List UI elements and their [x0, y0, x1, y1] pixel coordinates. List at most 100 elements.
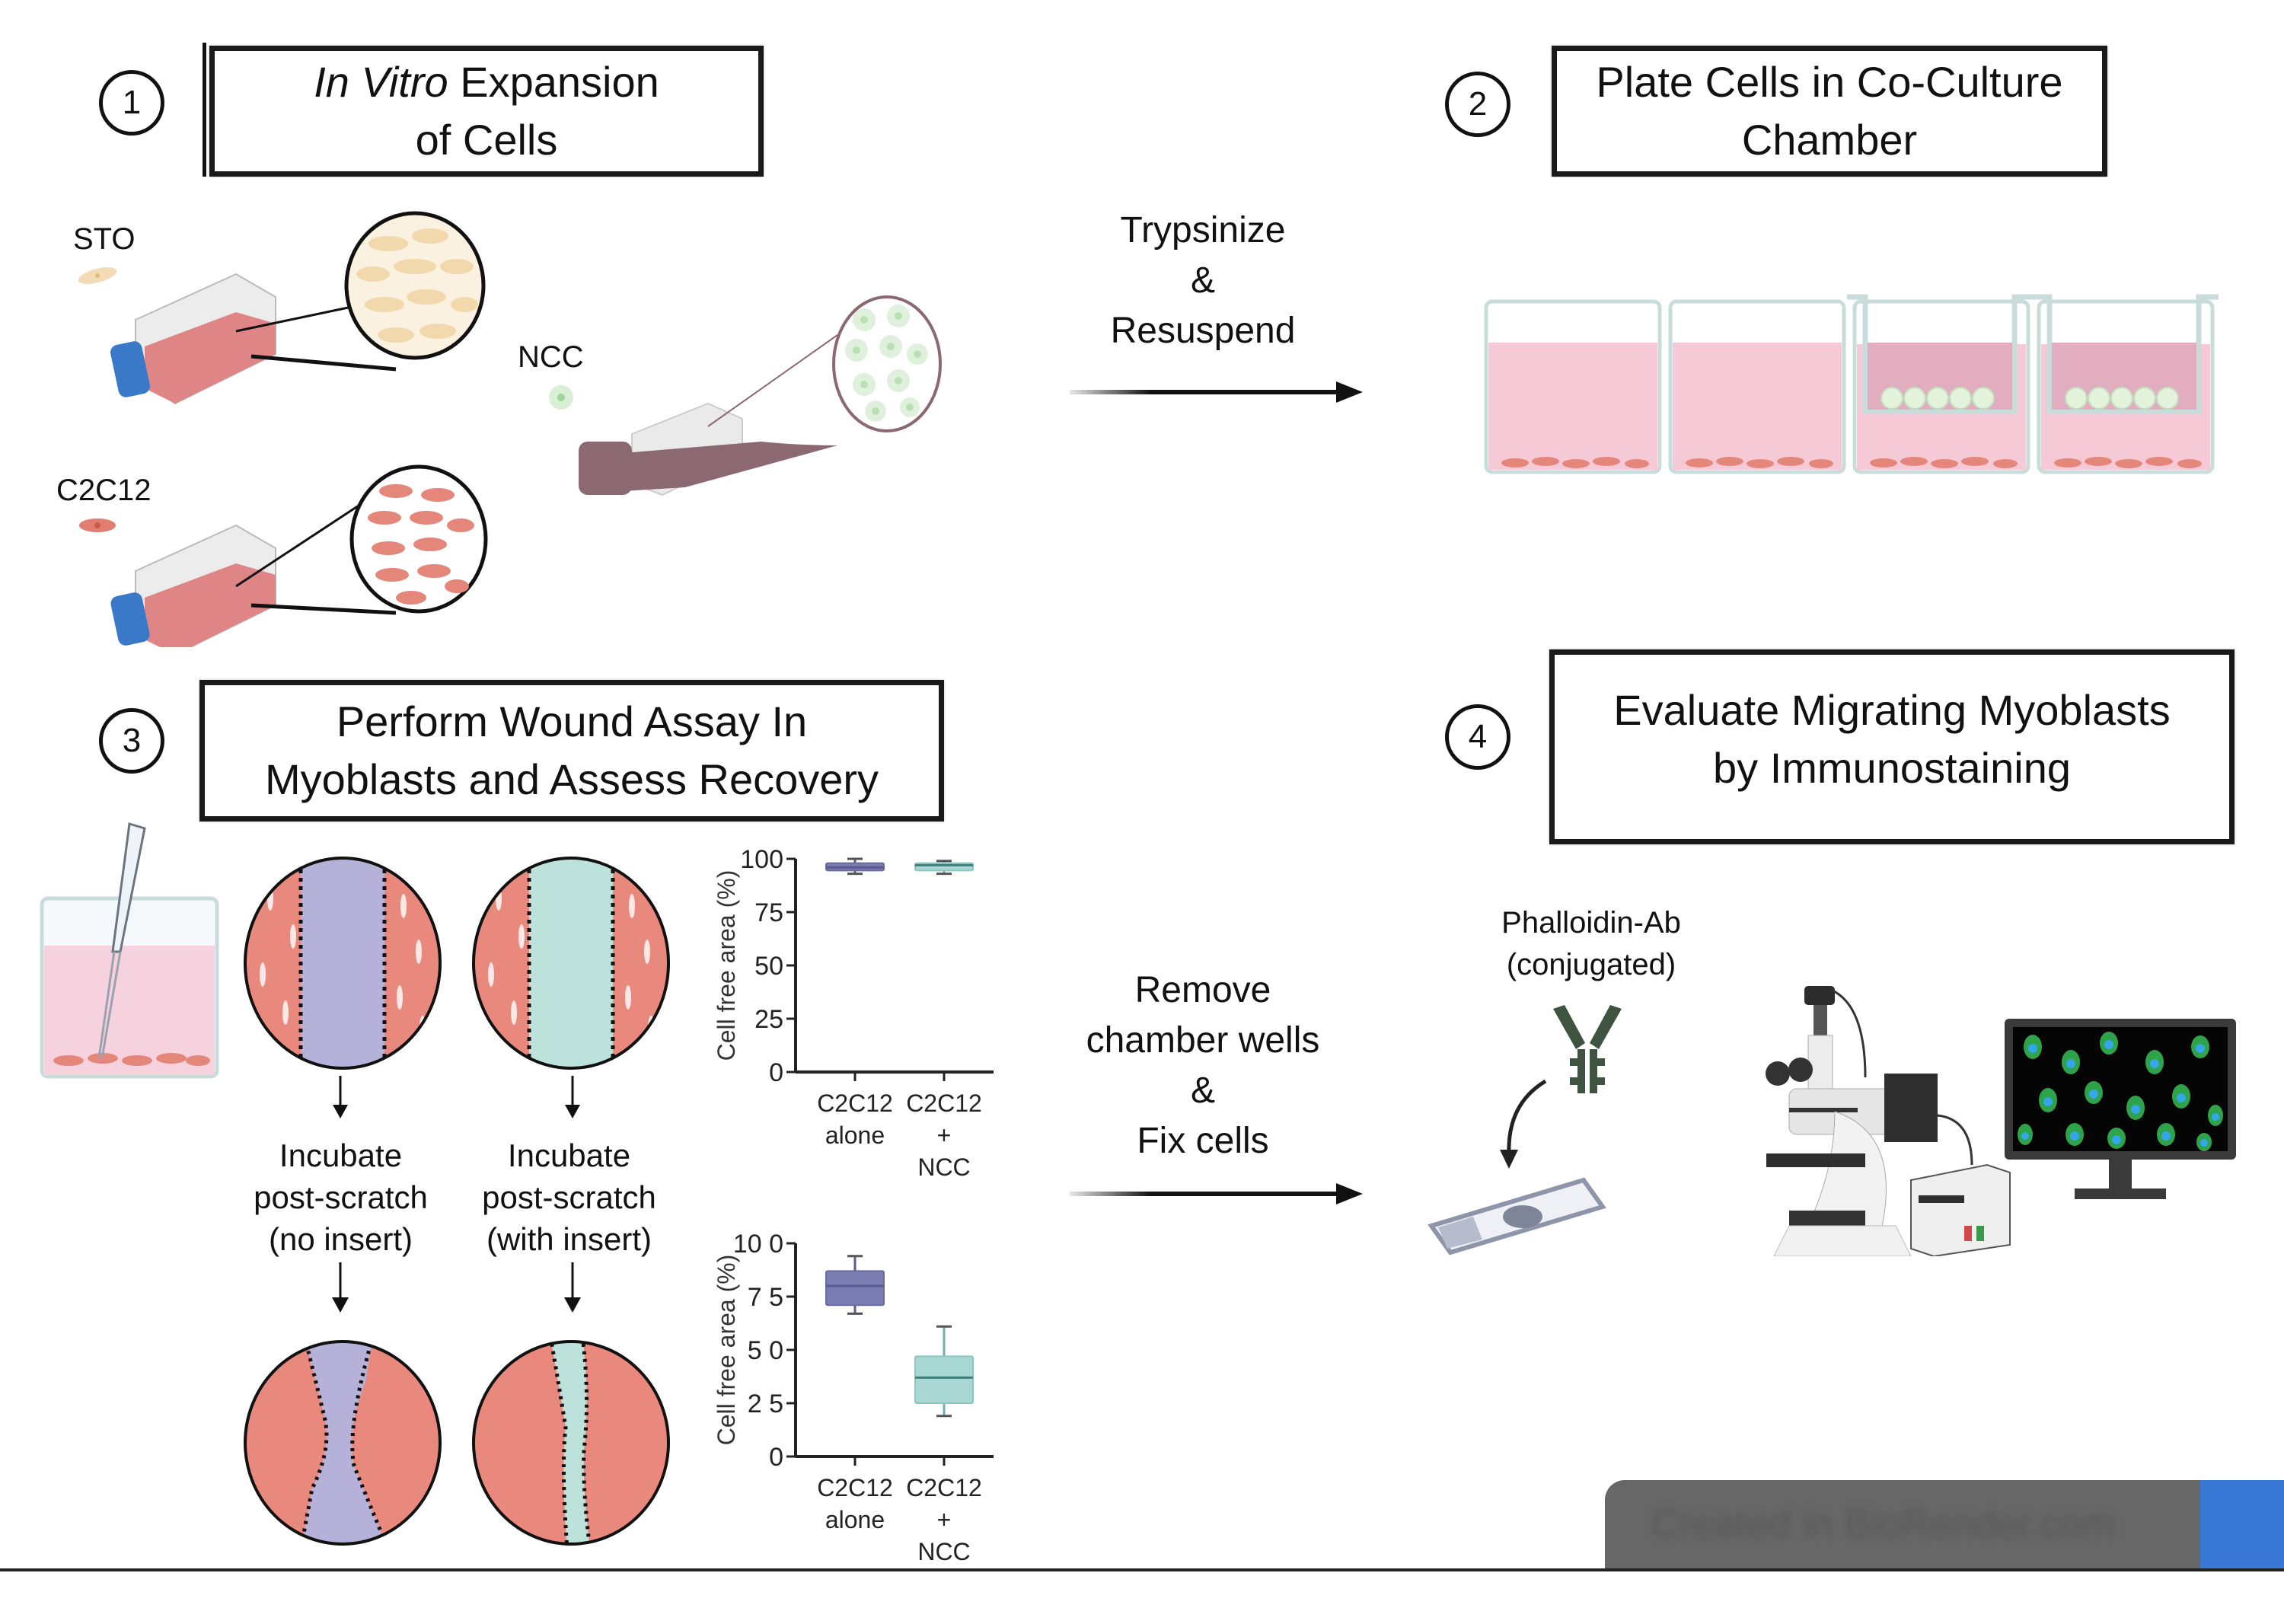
- y-tick-label: 2 5: [748, 1389, 783, 1418]
- antibody-icon: [1553, 1005, 1622, 1093]
- y-tick-label: 50: [754, 952, 783, 981]
- well-3-with-insert: [1847, 294, 2034, 474]
- box-alone: [825, 1270, 885, 1307]
- arrow-right-icon: [1070, 1183, 1363, 1204]
- x-tick-label: +: [937, 1506, 952, 1533]
- wound-initial-with-insert: [472, 857, 670, 1070]
- step-2-title-line2: Chamber: [1741, 116, 1918, 164]
- incubate-no-insert-text: Incubate post-scratch (no insert): [228, 1134, 453, 1260]
- curved-arrow-icon: [1500, 1079, 1547, 1169]
- x-tick-label: C2C12: [817, 1090, 893, 1117]
- baseline-rule: [0, 1568, 2284, 1571]
- remove-line2: chamber wells: [1086, 1020, 1320, 1061]
- x-tick-label: NCC: [917, 1153, 970, 1181]
- y-tick-label: 0: [769, 1058, 783, 1087]
- step-2-number: 2: [1468, 85, 1488, 123]
- step-4-title-line2: by Immunostaining: [1712, 744, 2071, 792]
- incubate-no-insert-line2: post-scratch: [254, 1179, 428, 1215]
- scratch-beaker-icon: [40, 822, 219, 1079]
- sto-magnified-cells: [344, 211, 486, 360]
- arrow-right-icon: [1070, 381, 1363, 403]
- x-tick-label: NCC: [917, 1538, 970, 1565]
- step-1-title-box: In Vitro Expansion of Cells: [209, 46, 764, 177]
- incubate-with-insert-line2: post-scratch: [482, 1179, 656, 1215]
- step-1-badge: 1: [99, 70, 164, 136]
- y-tick-label: 7 5: [748, 1283, 783, 1312]
- trypsinize-text: Trypsinize & Resuspend: [1051, 206, 1355, 356]
- y-tick-label: 25: [754, 1005, 783, 1034]
- well-2: [1668, 299, 1846, 474]
- step-4-title-box: Evaluate Migrating Myoblasts by Immunost…: [1549, 649, 2235, 844]
- step-2-badge: 2: [1445, 72, 1510, 137]
- biorender-badge-text: Created in BioRender.com: [1651, 1502, 2115, 1546]
- box-ncc: [914, 1355, 974, 1404]
- antibody-label: Phalloidin-Ab (conjugated): [1477, 902, 1705, 986]
- step-3-title-line1: Perform Wound Assay In: [336, 697, 808, 745]
- well-4-with-insert: [2031, 294, 2219, 474]
- well-1: [1484, 299, 1662, 474]
- y-tick-label: 75: [754, 898, 783, 927]
- ncc-label: NCC: [518, 340, 584, 374]
- fluorescent-cells: [2018, 1032, 2223, 1151]
- incubate-no-insert-line1: Incubate: [279, 1137, 403, 1173]
- remove-line3: &: [1190, 1070, 1215, 1111]
- step-1-title-line2: of Cells: [415, 116, 558, 164]
- remove-line1: Remove: [1134, 970, 1271, 1010]
- sto-label: STO: [73, 222, 136, 256]
- fluorescence-microscope-icon: [1766, 986, 2011, 1256]
- remove-line4: Fix cells: [1137, 1121, 1269, 1161]
- x-tick-label: C2C12: [817, 1474, 893, 1501]
- ncc-magnified-cells: [832, 295, 942, 432]
- step-3-title-box: Perform Wound Assay In Myoblasts and Ass…: [199, 680, 944, 822]
- step-1-title-rest: Expansion: [448, 58, 659, 106]
- arrow-down-icon: [564, 1262, 581, 1313]
- step-1-number: 1: [122, 84, 142, 121]
- x-tick-label: C2C12: [906, 1474, 982, 1501]
- step-2-title-box: Plate Cells in Co-Culture Chamber: [1552, 46, 2107, 177]
- x-tick-label: alone: [825, 1506, 885, 1533]
- y-tick-label: 0: [769, 1443, 783, 1472]
- step-4-badge: 4: [1445, 704, 1510, 770]
- incubate-with-insert-text: Incubate post-scratch (with insert): [457, 1134, 681, 1260]
- ncc-flask-icon: [579, 334, 838, 496]
- y-axis-label: Cell free area (%): [713, 1255, 740, 1446]
- remove-wells-text: Remove chamber wells & Fix cells: [1051, 965, 1355, 1166]
- trypsinize-line2: &: [1190, 260, 1215, 301]
- co-culture-wells: [1484, 294, 2219, 474]
- c2c12-label: C2C12: [56, 474, 152, 507]
- step-1-title-italic: In Vitro: [314, 58, 448, 106]
- trypsinize-line1: Trypsinize: [1120, 210, 1286, 250]
- incubate-no-insert-line3: (no insert): [268, 1221, 413, 1257]
- step-3-badge: 3: [99, 708, 164, 774]
- step-4-title-line1: Evaluate Migrating Myoblasts: [1613, 686, 2171, 734]
- step-1-illustration: [78, 211, 942, 647]
- step-3-number: 3: [122, 722, 142, 759]
- arrow-down-icon: [332, 1262, 349, 1313]
- arrow-down-icon: [565, 1076, 580, 1118]
- antibody-line2: (conjugated): [1506, 948, 1676, 981]
- step-3-title-line2: Myoblasts and Assess Recovery: [264, 755, 879, 803]
- x-tick-label: alone: [825, 1121, 885, 1149]
- sto-flask-icon: [110, 273, 397, 405]
- biorender-badge[interactable]: Created in BioRender.com: [1605, 1480, 2284, 1568]
- wound-recovered-no-insert: [244, 1340, 442, 1546]
- y-tick-label: 100: [740, 845, 783, 874]
- arrow-down-icon: [333, 1076, 348, 1118]
- biorender-logo-icon: [2200, 1480, 2284, 1568]
- x-tick-label: +: [937, 1121, 952, 1149]
- step-1-left-rule: [203, 43, 206, 177]
- wound-initial-no-insert: [244, 857, 442, 1070]
- x-tick-label: C2C12: [906, 1090, 982, 1117]
- step-2-title-line1: Plate Cells in Co-Culture: [1596, 58, 2063, 106]
- c2c12-flask-icon: [110, 490, 397, 647]
- c2c12-magnified-cells: [349, 464, 488, 614]
- microscope-slide-icon: [1428, 1177, 1606, 1255]
- y-tick-label: 5 0: [748, 1336, 783, 1365]
- incubate-with-insert-line3: (with insert): [486, 1221, 652, 1257]
- monitor-icon: [2005, 1019, 2236, 1199]
- y-axis-label: Cell free area (%): [713, 870, 740, 1061]
- trypsinize-line3: Resuspend: [1110, 311, 1296, 351]
